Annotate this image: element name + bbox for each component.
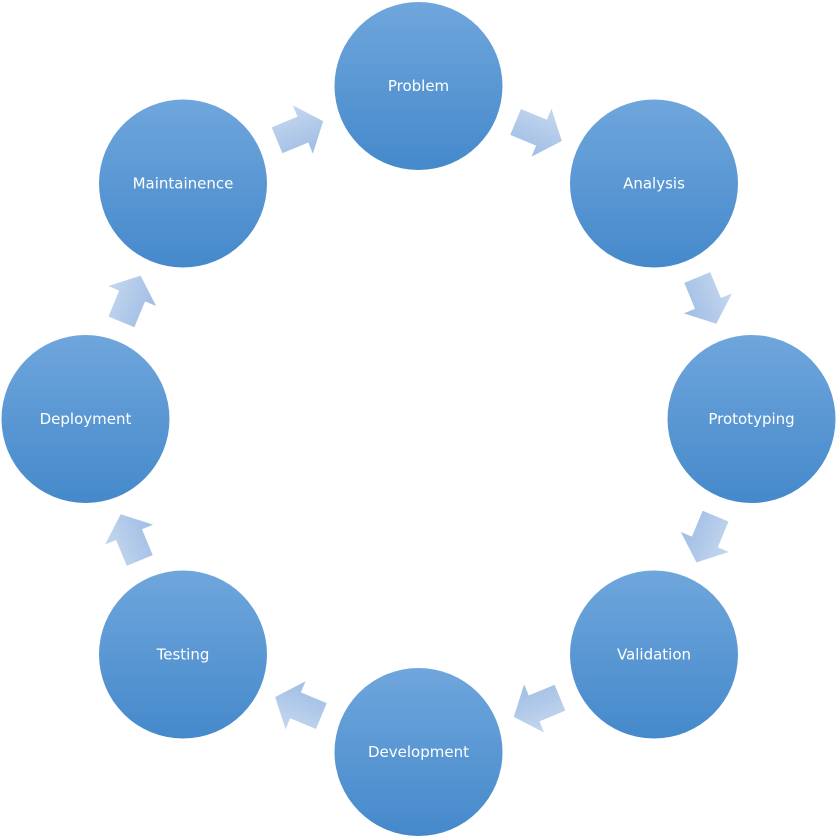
node-maintainence[interactable]: Maintainence — [99, 99, 267, 268]
node-testing[interactable]: Testing — [99, 570, 267, 739]
node-circle[interactable] — [334, 668, 503, 836]
arrow-up-icon — [108, 275, 157, 328]
node-problem[interactable]: Problem — [334, 2, 503, 170]
node-label: Testing — [156, 646, 210, 664]
arrow-right-icon — [271, 105, 324, 154]
node-circle[interactable] — [570, 570, 738, 739]
arrows-layer — [105, 105, 732, 733]
node-circle[interactable] — [570, 99, 738, 268]
node-label: Deployment — [40, 410, 132, 428]
arrow-down-icon — [680, 510, 729, 563]
node-label: Development — [368, 743, 469, 761]
node-circle[interactable] — [99, 99, 267, 268]
node-deployment[interactable]: Deployment — [1, 335, 170, 503]
node-label: Validation — [617, 646, 691, 664]
arrow-up-icon — [105, 514, 154, 566]
node-label: Problem — [388, 77, 449, 95]
node-label: Prototyping — [708, 410, 794, 428]
node-prototyping[interactable]: Prototyping — [667, 335, 836, 503]
arrow-down-icon — [683, 272, 732, 324]
node-analysis[interactable]: Analysis — [570, 99, 738, 268]
node-label: Maintainence — [133, 175, 234, 193]
node-validation[interactable]: Validation — [570, 570, 738, 739]
arrow-left-icon — [275, 681, 327, 730]
arrow-left-icon — [513, 684, 566, 733]
node-circle[interactable] — [99, 570, 267, 739]
node-development[interactable]: Development — [334, 668, 503, 836]
node-circle[interactable] — [667, 335, 836, 503]
node-label: Analysis — [623, 175, 685, 193]
node-circle[interactable] — [334, 2, 503, 170]
node-circle[interactable] — [1, 335, 170, 503]
arrow-right-icon — [510, 108, 562, 157]
